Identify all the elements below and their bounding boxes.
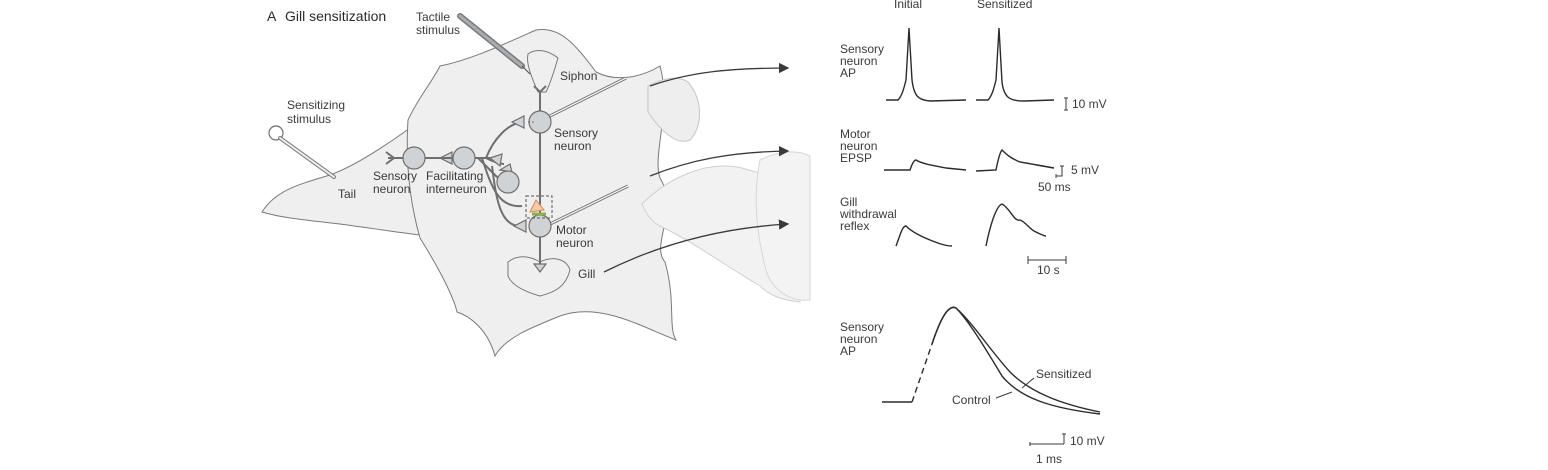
overlay-scale-bar	[1029, 433, 1066, 446]
overlay-label-control: Control	[952, 393, 991, 407]
recording-electrodes	[545, 76, 629, 228]
siphon-sensory-neuron-label-1: Sensory	[554, 126, 598, 140]
overlay-scale-10mv: 10 mV	[1070, 434, 1105, 448]
tail-sensory-neuron-label-1: Sensory	[373, 169, 417, 183]
column-sensitized-header: Sensitized	[977, 0, 1032, 11]
overlay-row-label-2: neuron	[840, 332, 877, 346]
neural-circuit	[385, 85, 553, 273]
row-gill-reflex-label-1: Gill	[840, 195, 857, 209]
overlay-scale-1ms: 1 ms	[1036, 452, 1062, 466]
tactile-probe	[457, 13, 531, 75]
row-motor-epsp-label-2: neuron	[840, 139, 877, 153]
overlay-trace-control	[931, 306, 1101, 415]
row-motor-epsp-label-3: EPSP	[840, 151, 872, 165]
arrow-sensory-recording	[649, 62, 790, 87]
siphon-body	[527, 50, 559, 93]
panel-title: Gill sensitization	[285, 8, 386, 24]
aplysia-body	[261, 28, 811, 358]
presynaptic-terminal	[529, 199, 545, 213]
sensitizing-electrode	[268, 125, 336, 179]
scale-label-10mv-top: 10 mV	[1072, 97, 1107, 111]
row-gill-reflex-label-3: reflex	[840, 219, 869, 233]
tactile-stimulus-label-2: stimulus	[416, 23, 460, 37]
scale-label-10s: 10 s	[1037, 263, 1060, 277]
overlay-row-label-3: AP	[840, 344, 856, 358]
mantle-region	[406, 28, 678, 358]
gill-body	[507, 256, 571, 297]
overlay-row-label-1: Sensory	[840, 320, 884, 334]
scale-bar-5mv-50ms	[1055, 165, 1064, 178]
scale-label-5mv: 5 mV	[1071, 163, 1099, 177]
tail-label: Tail	[338, 187, 356, 201]
gill-label: Gill	[578, 267, 595, 281]
trace-motor-epsp-initial	[884, 159, 967, 171]
facilitating-interneuron	[452, 146, 476, 170]
motor-neuron-label-1: Motor	[556, 223, 587, 237]
motor-neuron-label-2: neuron	[556, 236, 593, 250]
siphon-label: Siphon	[560, 69, 597, 83]
synapse-highlight-box	[525, 195, 553, 219]
trace-gill-reflex-sensitized	[985, 203, 1047, 247]
arrow-gill-recording	[603, 219, 790, 273]
parapodium-upper	[647, 77, 701, 142]
trace-sensory-ap-sensitized	[976, 27, 1055, 102]
control-leader-line	[995, 391, 1013, 399]
trace-sensory-ap-initial	[886, 27, 967, 102]
column-initial-header: Initial	[894, 0, 922, 11]
scale-bar-10s	[1027, 256, 1067, 264]
interneuron-label-2: interneuron	[426, 182, 487, 196]
tail-sensory-neuron-label-2: neuron	[373, 182, 410, 196]
tail-sensory-neuron	[402, 146, 426, 170]
row-sensory-ap-label-1: Sensory	[840, 42, 884, 56]
scale-bar-10mv-top	[1064, 97, 1068, 111]
interneuron-label-1: Facilitating	[426, 169, 483, 183]
overlay-label-sensitized: Sensitized	[1036, 367, 1091, 381]
row-sensory-ap-label-2: neuron	[840, 54, 877, 68]
sensitized-leader-line	[1021, 377, 1035, 389]
panel-letter: A	[267, 8, 277, 24]
trace-gill-reflex-initial	[895, 225, 953, 247]
tactile-stimulus-label-1: Tactile	[416, 10, 450, 24]
siphon-sensory-neuron-label-2: neuron	[554, 139, 591, 153]
arrow-motor-recording	[649, 145, 790, 177]
trace-motor-epsp-sensitized	[975, 149, 1055, 172]
row-gill-reflex-label-2: withdrawal	[839, 207, 897, 221]
scale-label-50ms: 50 ms	[1038, 180, 1071, 194]
sensitizing-stimulus-label-2: stimulus	[287, 112, 331, 126]
row-sensory-ap-label-3: AP	[840, 66, 856, 80]
interneuron	[496, 170, 520, 194]
row-motor-epsp-label-1: Motor	[840, 127, 871, 141]
overlay-rising-dashed	[911, 343, 933, 403]
sensitizing-stimulus-label-1: Sensitizing	[287, 98, 345, 112]
